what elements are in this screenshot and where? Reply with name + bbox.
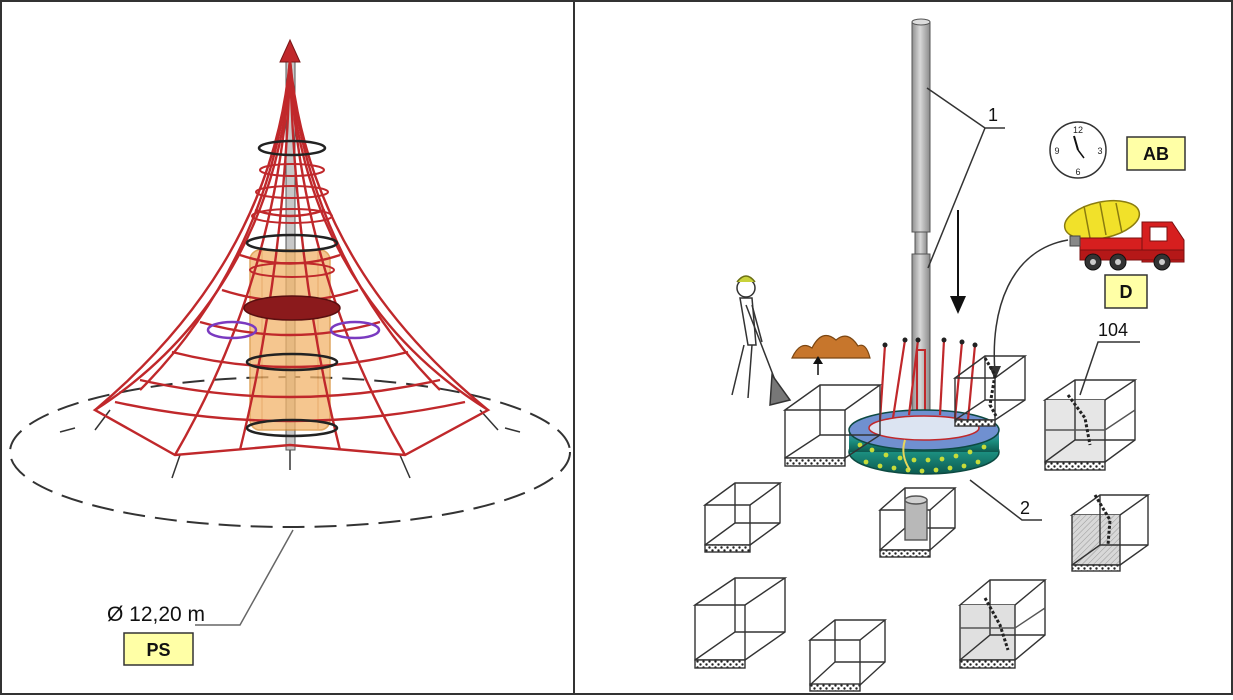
clock-icon: 12 3 6 9 (1050, 122, 1106, 178)
callout-1-label: 1 (988, 105, 998, 125)
clock-12: 12 (1073, 125, 1083, 135)
diameter-label: Ø 12,20 m (107, 603, 205, 626)
clock-9: 9 (1054, 146, 1059, 156)
callout-104-label: 104 (1098, 320, 1128, 340)
clock-3: 3 (1097, 146, 1102, 156)
callout-2-label: 2 (1020, 498, 1030, 518)
clock-6: 6 (1075, 167, 1080, 177)
d-badge-label: D (1120, 282, 1133, 302)
ab-badge-label: AB (1143, 144, 1169, 164)
ps-badge-label: PS (146, 640, 170, 660)
net-platform (244, 296, 340, 320)
